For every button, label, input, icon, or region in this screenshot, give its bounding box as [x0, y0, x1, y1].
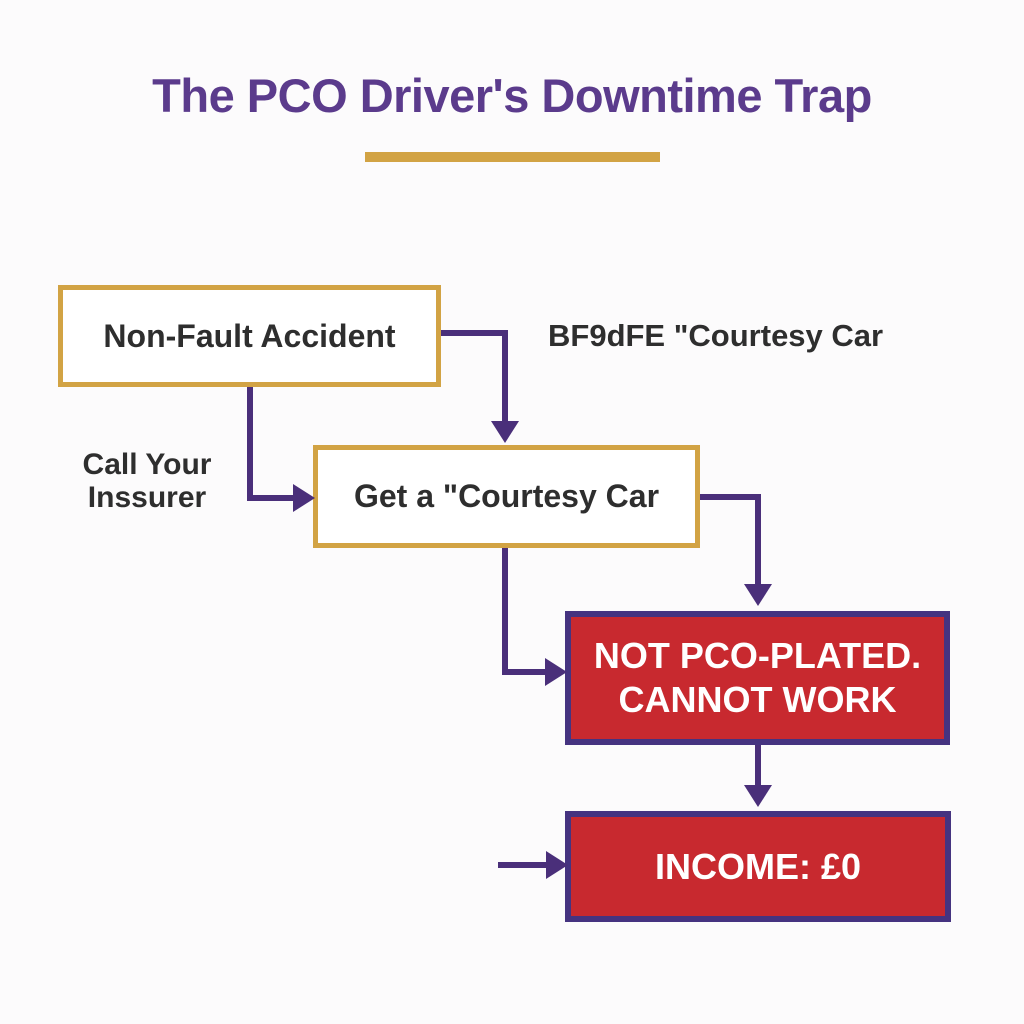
- node-not-pco-plated-line2: CANNOT WORK: [618, 679, 897, 720]
- connector-courtesy-to-notpco-vertical: [755, 494, 761, 584]
- arrowhead-right-icon: [293, 484, 315, 512]
- arrowhead-right-icon: [546, 851, 568, 879]
- arrowhead-right-icon: [545, 658, 567, 686]
- connector-notpco-to-income-vertical: [755, 745, 761, 787]
- connector-into-income-horizontal: [498, 862, 548, 868]
- node-not-pco-plated-line1: NOT PCO-PLATED.: [593, 635, 922, 677]
- connector-nonfault-to-courtesy-horizontal: [247, 495, 295, 501]
- connector-nonfault-right-horizontal: [441, 330, 508, 336]
- node-get-courtesy-car: Get a "Courtesy Car: [313, 445, 700, 548]
- connector-courtesy-bottom-horizontal: [502, 669, 547, 675]
- annotation-courtesy-car-note: BF9dFE "Courtesy Car: [548, 318, 884, 353]
- annotation-call-your-insurer-line2: Inssurer: [87, 481, 207, 514]
- node-income-zero-label: INCOME: £0: [654, 845, 862, 887]
- connector-nonfault-to-courtesy-vertical: [247, 387, 253, 501]
- annotation-call-your-insurer-line1: Call Your: [82, 448, 212, 481]
- connector-nonfault-right-vertical: [502, 330, 508, 421]
- connector-courtesy-bottom-vertical: [502, 548, 508, 675]
- node-non-fault-accident: Non-Fault Accident: [58, 285, 441, 387]
- node-income-zero: INCOME: £0: [565, 811, 951, 922]
- node-not-pco-plated: NOT PCO-PLATED. CANNOT WORK: [565, 611, 950, 745]
- arrowhead-down-icon: [744, 785, 772, 807]
- arrowhead-down-icon: [744, 584, 772, 606]
- arrowhead-down-icon: [491, 421, 519, 443]
- connector-courtesy-to-notpco-horizontal: [700, 494, 761, 500]
- node-get-courtesy-car-label: Get a "Courtesy Car: [353, 478, 660, 514]
- node-non-fault-accident-label: Non-Fault Accident: [103, 317, 396, 354]
- title-underline: [365, 152, 660, 162]
- annotation-call-your-insurer: Call Your Inssurer: [62, 448, 232, 514]
- page-title: The PCO Driver's Downtime Trap: [152, 69, 872, 122]
